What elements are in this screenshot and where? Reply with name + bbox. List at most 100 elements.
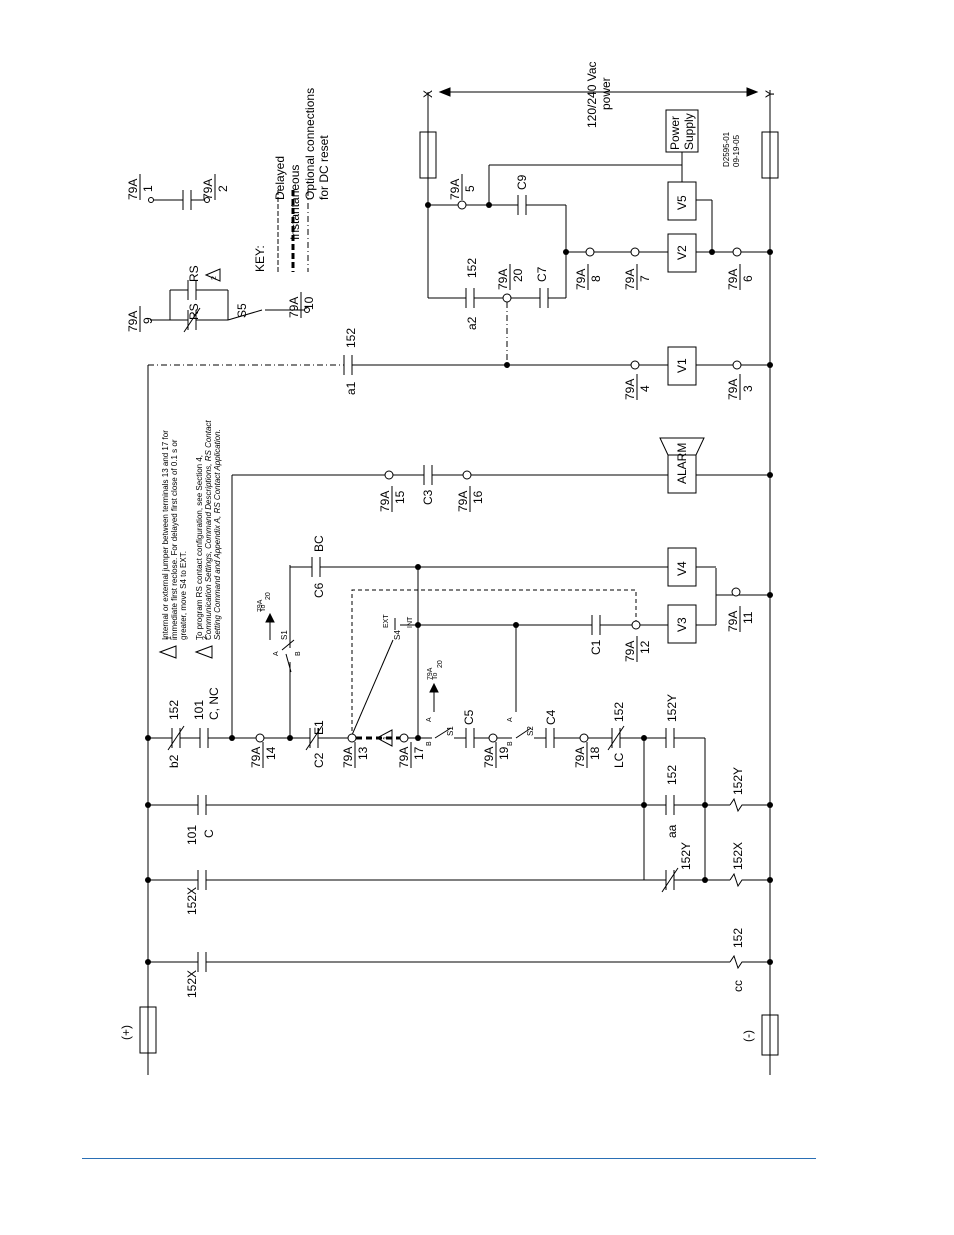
terminal-7-number: 7 <box>638 275 652 282</box>
wiring <box>139 87 779 1075</box>
terminal-6-number: 6 <box>741 275 755 282</box>
contact-152-aa-label: 152 <box>665 765 679 785</box>
contact-a1-label: a1 <box>344 381 358 395</box>
contact-lc-label: LC <box>612 752 626 768</box>
note1-number: 1 <box>166 636 173 640</box>
switch-s1-to-label: To <box>260 605 267 613</box>
terminal-4-number: 4 <box>638 385 652 392</box>
switch-s1-top-label: S1 <box>280 630 289 640</box>
terminal-6-device: 79A <box>726 269 740 290</box>
contact-rs-label-2: RS <box>187 303 201 320</box>
terminal-1-device: 79A <box>126 179 140 200</box>
switch-s2-a-label: A <box>507 717 514 722</box>
contact-101-label: 101 <box>192 700 206 720</box>
coil-152y-label: 152Y <box>731 767 745 795</box>
contact-152y-label: 152Y <box>679 842 693 870</box>
terminal-2-device: 79A <box>201 179 215 200</box>
note-line-2: greater, move S4 to EXT. <box>179 551 188 640</box>
terminal-15-device: 79A <box>378 491 392 512</box>
terminal-circles <box>148 197 742 743</box>
terminal-16-number: 16 <box>471 490 485 504</box>
terminal-17-number: 17 <box>412 746 426 760</box>
terminal-13-number: 13 <box>356 746 370 760</box>
key-delayed: Delayed <box>273 156 287 200</box>
terminal-18-device: 79A <box>573 747 587 768</box>
contact-101-c-label: 101 <box>185 825 199 845</box>
terminal-8-device: 79A <box>574 269 588 290</box>
key-title: KEY: <box>253 245 267 272</box>
terminal-20-device: 79A <box>496 269 510 290</box>
key-optional: Optional connections <box>303 88 317 200</box>
terminal-9-number: 9 <box>141 317 155 324</box>
terminal-16-device: 79A <box>456 491 470 512</box>
note2-number: 2 <box>202 636 209 640</box>
callout-79a-s1b-device: 79A <box>427 667 434 680</box>
alarm-label: ALARM <box>675 443 689 484</box>
terminal-2-number: 2 <box>216 185 230 192</box>
terminal-1-number: 1 <box>141 185 155 192</box>
terminal-14-device: 79A <box>249 747 263 768</box>
contact-c3-label: C3 <box>421 489 435 505</box>
ac-x-label: X <box>421 90 435 98</box>
terminal-11-number: 11 <box>741 611 755 624</box>
drawing-date: 09-19-05 <box>732 134 741 167</box>
relay-v5: V5 <box>675 195 689 210</box>
note-line-3: To program RS contact configuration, see… <box>195 455 204 640</box>
terminal-9-device: 79A <box>126 311 140 332</box>
switch-s1b-b-label: B <box>426 741 433 746</box>
coil-152-label: 152 <box>731 928 745 948</box>
terminal-8-number: 8 <box>589 275 603 282</box>
ac-power-label: 120/240 Vac <box>585 62 599 129</box>
note-line-1: immediate first reclose. For delayed fir… <box>170 439 179 640</box>
contact-c1-label: C1 <box>589 639 603 655</box>
contact-rs-label-1: RS <box>187 265 201 282</box>
terminal-3-number: 3 <box>741 385 755 392</box>
contact-aa-label: aa <box>665 824 679 838</box>
terminal-7-device: 79A <box>623 269 637 290</box>
terminal-5-number: 5 <box>463 185 477 192</box>
relay-v1: V1 <box>675 358 689 373</box>
contact-c7-label: C7 <box>535 266 549 282</box>
callout-79a-s1-device: 79A <box>257 599 264 612</box>
power-supply-label-2: Supply <box>682 113 696 150</box>
callout-79a-s1b-number: 20 <box>437 660 444 668</box>
switch-s1-b-label: B <box>295 651 302 656</box>
contact-152y-top-label: 152Y <box>665 694 679 722</box>
coil-152x-label: 152X <box>731 842 745 870</box>
contact-bc-label: BC <box>312 535 326 552</box>
terminal-15-number: 15 <box>393 490 407 504</box>
contact-a2-label: a2 <box>465 316 479 330</box>
footer-rule <box>82 1158 816 1159</box>
terminal-19-number: 19 <box>497 746 511 760</box>
ac-y-label: Y <box>763 90 777 98</box>
relay-v2: V2 <box>675 245 689 260</box>
contact-c-nc-label: C, NC <box>207 687 221 720</box>
relay-v3: V3 <box>675 617 689 632</box>
switch-s4-int-label: INT <box>407 616 414 628</box>
contact-c6-label: C6 <box>312 582 326 598</box>
contact-cc-label: cc <box>731 980 745 992</box>
contact-e1-label: E1 <box>312 720 326 735</box>
terminal-3-device: 79A <box>726 379 740 400</box>
contact-b2-label: b2 <box>167 754 181 768</box>
key-instantaneous: Instantaneous <box>288 165 302 240</box>
contact-c5-label: C5 <box>462 709 476 725</box>
contact-152x-bottom-label: 152X <box>185 970 199 998</box>
drawing-id: D2595-01 <box>722 131 731 167</box>
note-triangles <box>158 268 393 747</box>
note1-number-s4: 1 <box>383 736 390 740</box>
relay-v4: V4 <box>675 561 689 576</box>
contact-152-lc-label: 152 <box>612 702 626 722</box>
terminal-20-number: 20 <box>511 268 525 282</box>
contact-c-label: C <box>202 829 216 838</box>
switch-s2-b-label: B <box>507 741 514 746</box>
switch-s1-label: S1 <box>446 726 455 736</box>
contact-152-a2-label: 152 <box>465 258 479 278</box>
supply-minus-label: (-) <box>741 1030 755 1042</box>
callout-79a-s1-number: 20 <box>265 592 272 600</box>
switch-s1b-to-label: To <box>432 673 439 681</box>
contact-c4-label: C4 <box>544 709 558 725</box>
terminal-11-device: 79A <box>726 611 740 632</box>
contact-c2-label: C2 <box>312 752 326 768</box>
contact-152-a1-label: 152 <box>344 328 358 348</box>
